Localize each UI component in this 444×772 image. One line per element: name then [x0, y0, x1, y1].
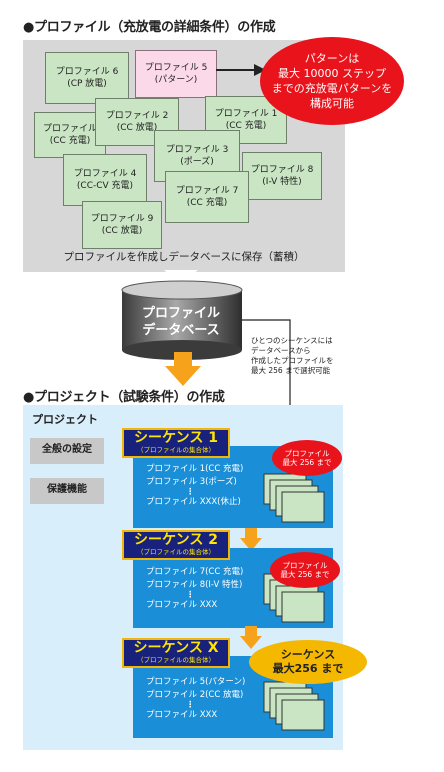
sequence-x-profiles: プロファイル 5(パターン) プロファイル 2(CC 放電) ⋮ プロファイル …	[146, 677, 246, 720]
profile-section-title: ●プロファイル（充放電の詳細条件）の作成	[23, 20, 276, 35]
profile-card-7: プロファイル 7(CC 充電)	[165, 171, 249, 223]
database-label: プロファイル データベース	[141, 306, 220, 338]
sequence-1-header[interactable]: シーケンス 1 （プロファイルの集合体）	[122, 428, 230, 458]
profile-card-8: プロファイル 8(I-V 特性)	[242, 152, 322, 200]
sequence-1-profiles: プロファイル 1(CC 充電) プロファイル 3(ポーズ) ⋮ プロファイル X…	[146, 464, 244, 507]
profile-card-back: プロファイル(CC 充電)	[34, 112, 106, 158]
sequence-2-profiles: プロファイル 7(CC 充電) プロファイル 8(I-V 特性) ⋮ プロファイ…	[146, 567, 244, 610]
pattern-callout: パターンは 最大 10000 ステップ までの充放電パターンを 構成可能	[260, 37, 404, 125]
sequence-selection-note: ひとつのシーケンスには データベースから 作成したプロファイルを 最大 256 …	[251, 336, 334, 375]
sequence-limit-badge: シーケンス 最大256 まで	[249, 640, 367, 684]
sequence-1-2-arrow-icon	[240, 528, 262, 551]
database-cylinder-icon	[121, 280, 243, 360]
profile-card-5: プロファイル 5(パターン)	[135, 50, 217, 98]
profile-card-2: プロファイル 2(CC 放電)	[95, 98, 179, 146]
down-pointer-icon	[164, 270, 198, 284]
profile-card-9: プロファイル 9(CC 放電)	[82, 201, 162, 249]
sequence-1-stack-icon	[263, 473, 325, 523]
profile-card-6: プロファイル 6(CP 放電)	[45, 52, 129, 104]
sequence-x-stack-icon	[263, 681, 325, 731]
orange-down-arrow-icon	[165, 352, 201, 386]
profile-card-4: プロファイル 4(CC-CV 充電)	[63, 154, 147, 206]
sequence-2-profile-badge: プロファイル 最大 256 まで	[270, 552, 340, 588]
sequence-2-header[interactable]: シーケンス 2 （プロファイルの集合体）	[122, 530, 230, 560]
protection-button[interactable]: 保護機能	[30, 478, 104, 504]
profile-save-caption: プロファイルを作成しデータベースに保存（蓄積）	[63, 251, 305, 263]
project-label: プロジェクト	[32, 413, 98, 426]
sequence-1-profile-badge: プロファイル 最大 256 まで	[272, 440, 342, 476]
pattern-arrow-icon	[216, 64, 266, 76]
sequence-2-x-arrow-icon	[240, 626, 262, 649]
project-section-title: ●プロジェクト（試験条件）の作成	[23, 390, 225, 405]
sequence-x-header[interactable]: シーケンス X （プロファイルの集合体）	[122, 638, 230, 668]
general-settings-button[interactable]: 全般の設定	[30, 438, 104, 464]
